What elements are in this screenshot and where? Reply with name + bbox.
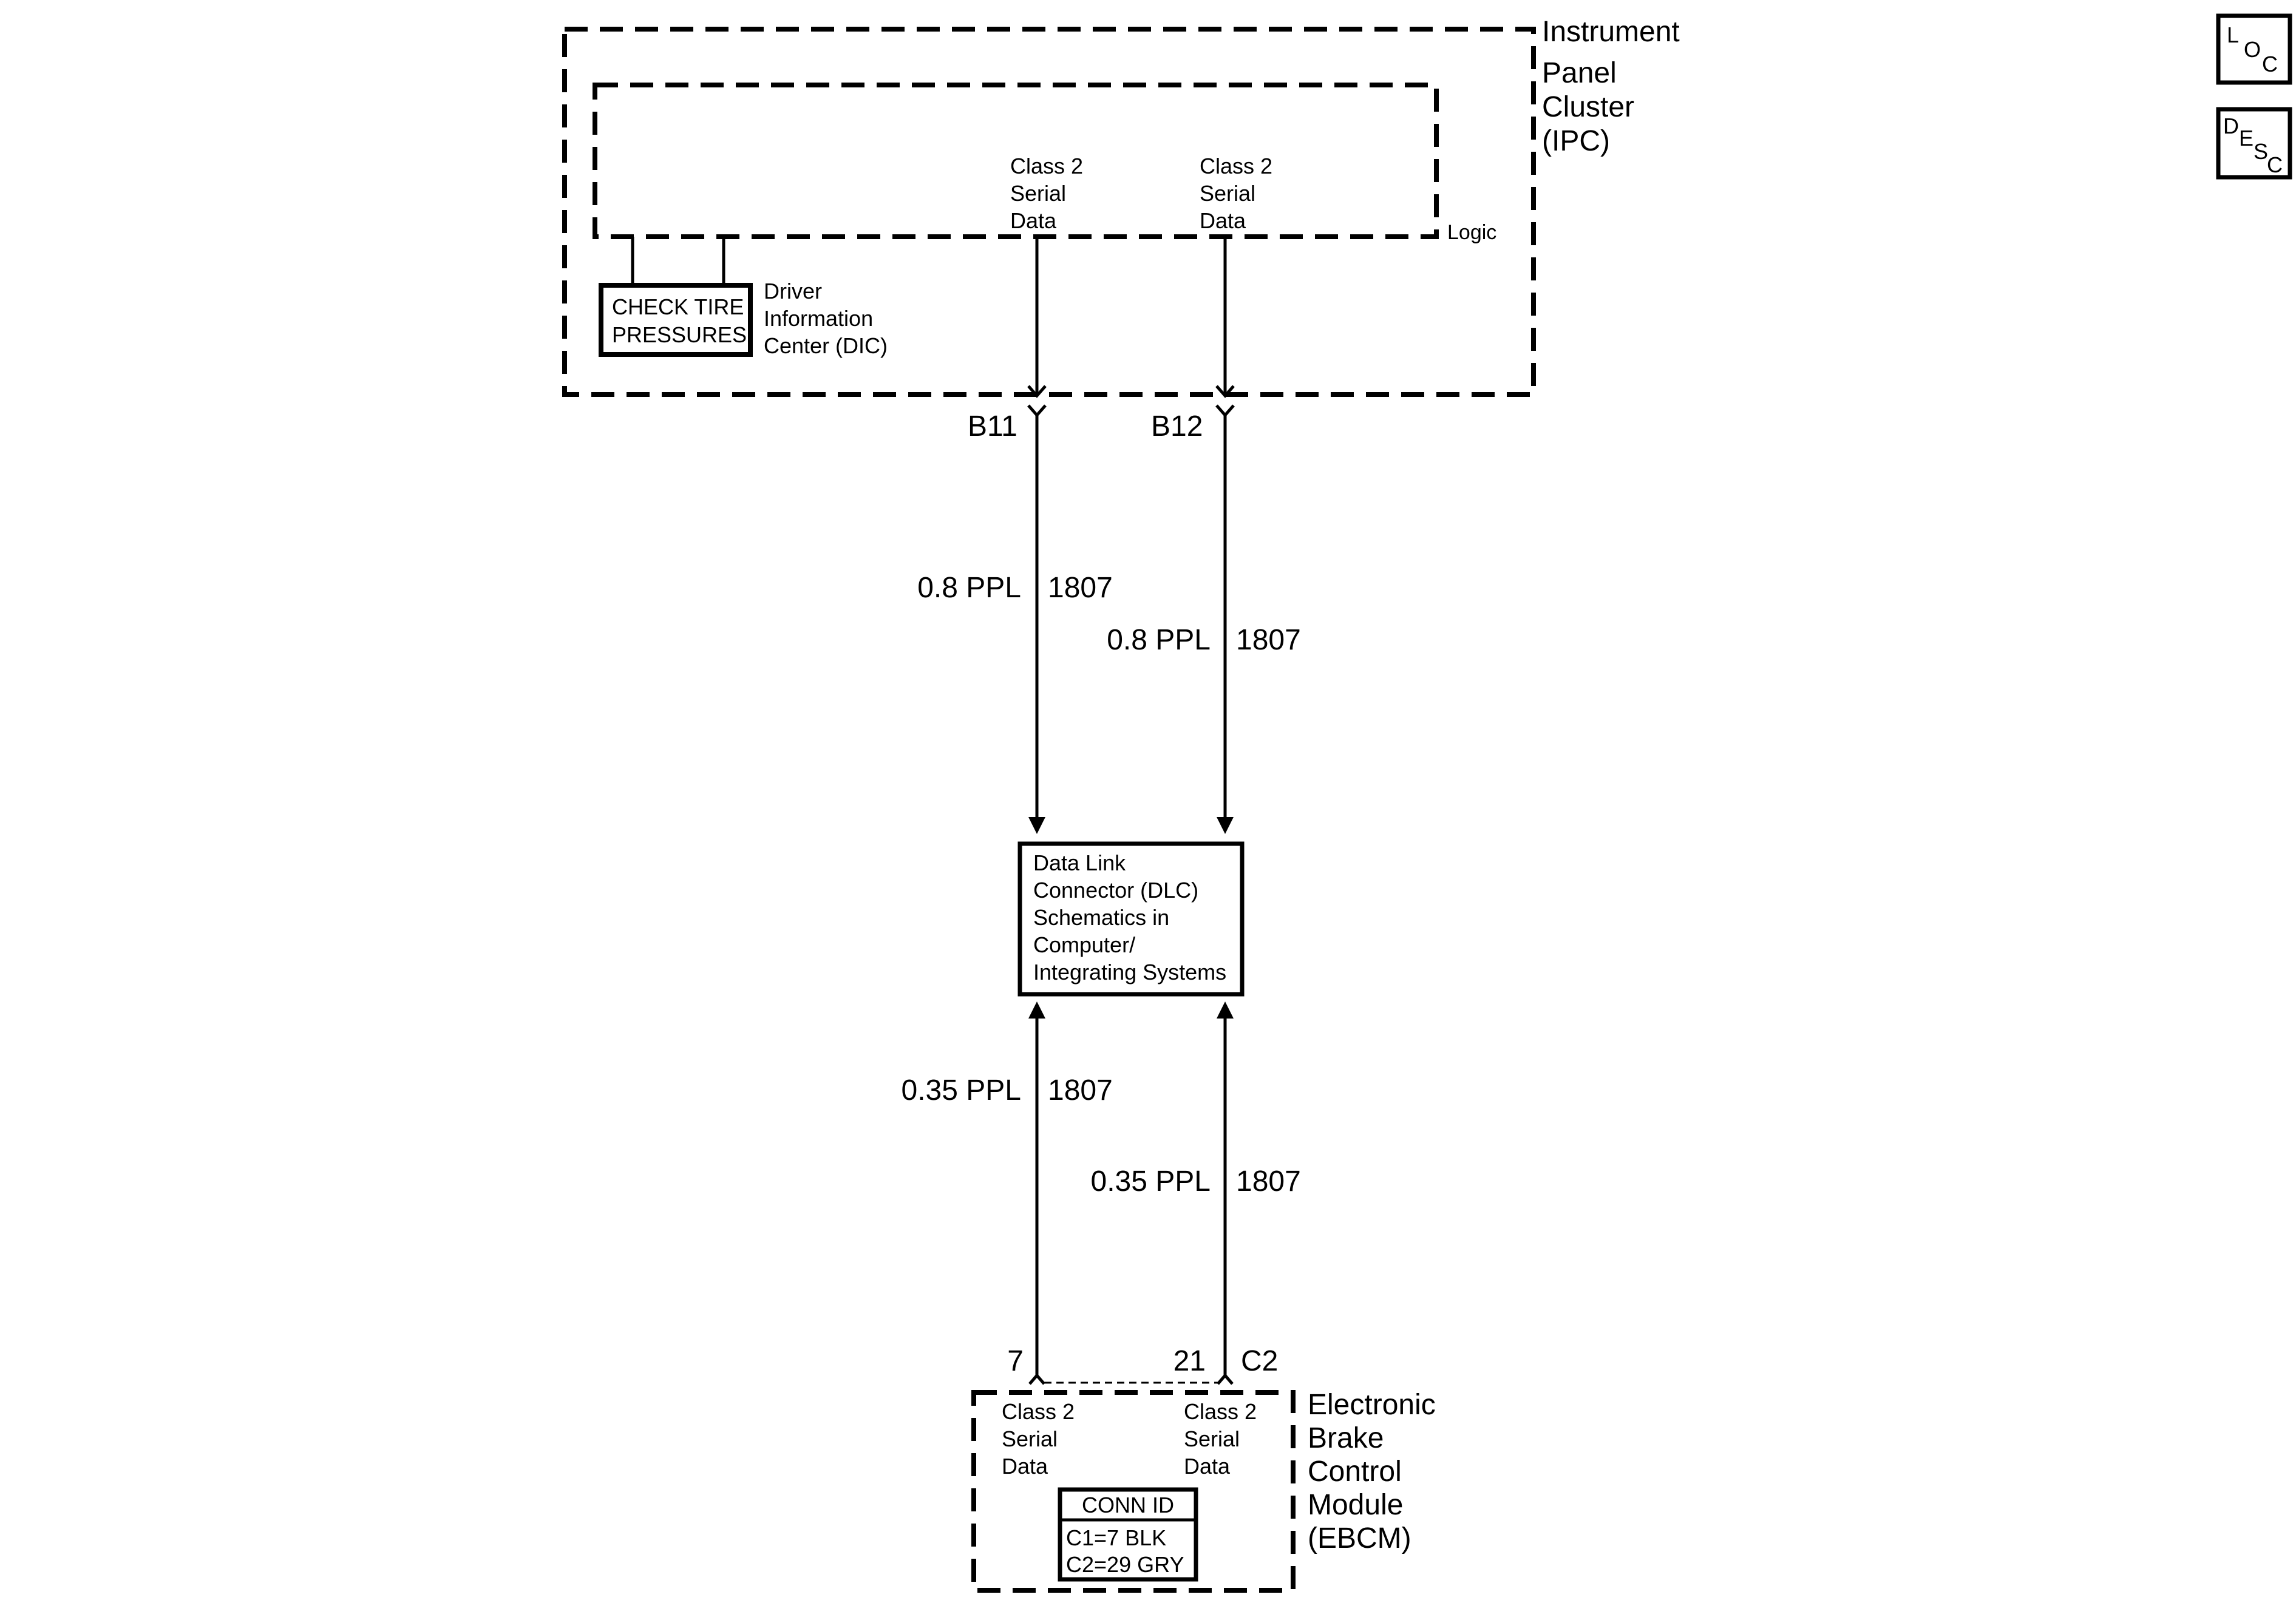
ipc-right-pin: B12	[1151, 410, 1203, 442]
svg-text:Class 2: Class 2	[1002, 1399, 1075, 1424]
dic-display	[599, 283, 753, 357]
conn-id-row-1: C1=7 BLK	[1066, 1525, 1166, 1550]
svg-text:Center (DIC): Center (DIC)	[764, 333, 888, 358]
wire-upper-right-circuit: 1807	[1236, 624, 1301, 656]
ipc-left-pin: B11	[968, 410, 1017, 442]
conn-id-title: CONN ID	[1082, 1493, 1174, 1517]
dlc-box	[1017, 841, 1245, 997]
wire-lower-right-circuit: 1807	[1236, 1165, 1301, 1198]
wire-lower-left-gauge: 0.35 PPL	[902, 1074, 1021, 1107]
ebcm-boundary	[971, 1390, 1296, 1593]
dlc-label: Data Link Connector (DLC) Schematics in …	[1033, 850, 1226, 985]
svg-text:Serial: Serial	[1002, 1426, 1058, 1451]
svg-text:Schematics in: Schematics in	[1033, 905, 1169, 930]
svg-text:E: E	[2239, 126, 2254, 151]
conn-id-table	[1058, 1487, 1198, 1582]
svg-text:(EBCM): (EBCM)	[1308, 1522, 1411, 1554]
svg-text:Connector (DLC): Connector (DLC)	[1033, 878, 1198, 903]
dic-label: Driver Information Center (DIC)	[764, 279, 888, 358]
arrow-upper-left	[1028, 817, 1045, 834]
ebcm-left-pin: 7	[1007, 1345, 1024, 1377]
ebcm-right-pin: 21	[1173, 1345, 1206, 1377]
svg-text:Information: Information	[764, 306, 873, 331]
ebcm-connector-id: C2	[1241, 1345, 1278, 1377]
svg-text:Computer/: Computer/	[1033, 932, 1135, 957]
arrow-lower-right	[1217, 1002, 1234, 1019]
svg-text:C: C	[2262, 52, 2278, 76]
arrow-lower-left	[1028, 1002, 1045, 1019]
ipc-right-terminal-outer	[1215, 404, 1235, 418]
dic-display-line-2: PRESSURES	[612, 322, 747, 347]
ipc-left-terminal-inner	[1027, 385, 1047, 398]
svg-text:Integrating Systems: Integrating Systems	[1033, 960, 1226, 985]
svg-text:Class 2: Class 2	[1184, 1399, 1257, 1424]
svg-text:Cluster: Cluster	[1542, 91, 1634, 123]
logic-label: Logic	[1447, 221, 1496, 244]
desc-icon[interactable]: D E S C	[2216, 107, 2292, 180]
svg-text:Driver: Driver	[764, 279, 822, 303]
svg-text:Serial: Serial	[1184, 1426, 1240, 1451]
svg-text:Electronic: Electronic	[1308, 1389, 1436, 1421]
svg-text:Instrument: Instrument	[1542, 16, 1680, 48]
dic-display-line-1: CHECK TIRE	[612, 294, 744, 319]
svg-text:D: D	[2223, 114, 2239, 138]
wire-lower-right-gauge: 0.35 PPL	[1091, 1165, 1211, 1198]
svg-text:L: L	[2227, 22, 2239, 47]
ipc-right-circuit-label: Class 2 Serial Data	[1200, 154, 1272, 233]
svg-text:Data: Data	[1184, 1454, 1231, 1479]
svg-text:Brake: Brake	[1308, 1422, 1384, 1454]
wire-upper-left-gauge: 0.8 PPL	[917, 572, 1021, 604]
svg-text:Class 2: Class 2	[1010, 154, 1083, 178]
ebcm-left-circuit-label: Class 2 Serial Data	[1002, 1399, 1075, 1479]
ipc-left-circuit-label: Class 2 Serial Data	[1010, 154, 1083, 233]
ipc-logic-boundary	[593, 83, 1439, 239]
ebcm-right-circuit-label: Class 2 Serial Data	[1184, 1399, 1257, 1479]
arrow-upper-right	[1217, 817, 1234, 834]
wire-upper-left-circuit: 1807	[1048, 572, 1113, 604]
ipc-boundary	[562, 27, 1536, 397]
ebcm-name: Electronic Brake Control Module (EBCM)	[1308, 1389, 1436, 1554]
wire-lower-left-circuit: 1807	[1048, 1074, 1113, 1107]
svg-text:Serial: Serial	[1200, 181, 1255, 206]
ebcm-left-terminal	[1028, 1373, 1045, 1385]
svg-text:Data: Data	[1200, 208, 1246, 233]
conn-id-row-2: C2=29 GRY	[1066, 1552, 1184, 1577]
svg-text:Data: Data	[1010, 208, 1057, 233]
svg-text:O: O	[2244, 37, 2261, 62]
svg-text:Serial: Serial	[1010, 181, 1066, 206]
ebcm-right-terminal	[1217, 1373, 1234, 1385]
svg-text:Module: Module	[1308, 1489, 1403, 1521]
svg-text:S: S	[2254, 139, 2268, 164]
loc-icon[interactable]: L O C	[2216, 13, 2292, 85]
svg-text:Data Link: Data Link	[1033, 850, 1126, 875]
ipc-name: Instrument Panel Cluster (IPC)	[1542, 16, 1680, 157]
ipc-right-terminal-inner	[1215, 385, 1235, 398]
svg-text:Panel: Panel	[1542, 57, 1617, 89]
svg-text:C: C	[2267, 152, 2283, 177]
svg-text:Class 2: Class 2	[1200, 154, 1272, 178]
svg-text:(IPC): (IPC)	[1542, 125, 1610, 157]
wire-upper-right-gauge: 0.8 PPL	[1107, 624, 1211, 656]
svg-text:Control: Control	[1308, 1456, 1402, 1488]
ipc-left-terminal-outer	[1027, 404, 1047, 418]
svg-text:Data: Data	[1002, 1454, 1048, 1479]
